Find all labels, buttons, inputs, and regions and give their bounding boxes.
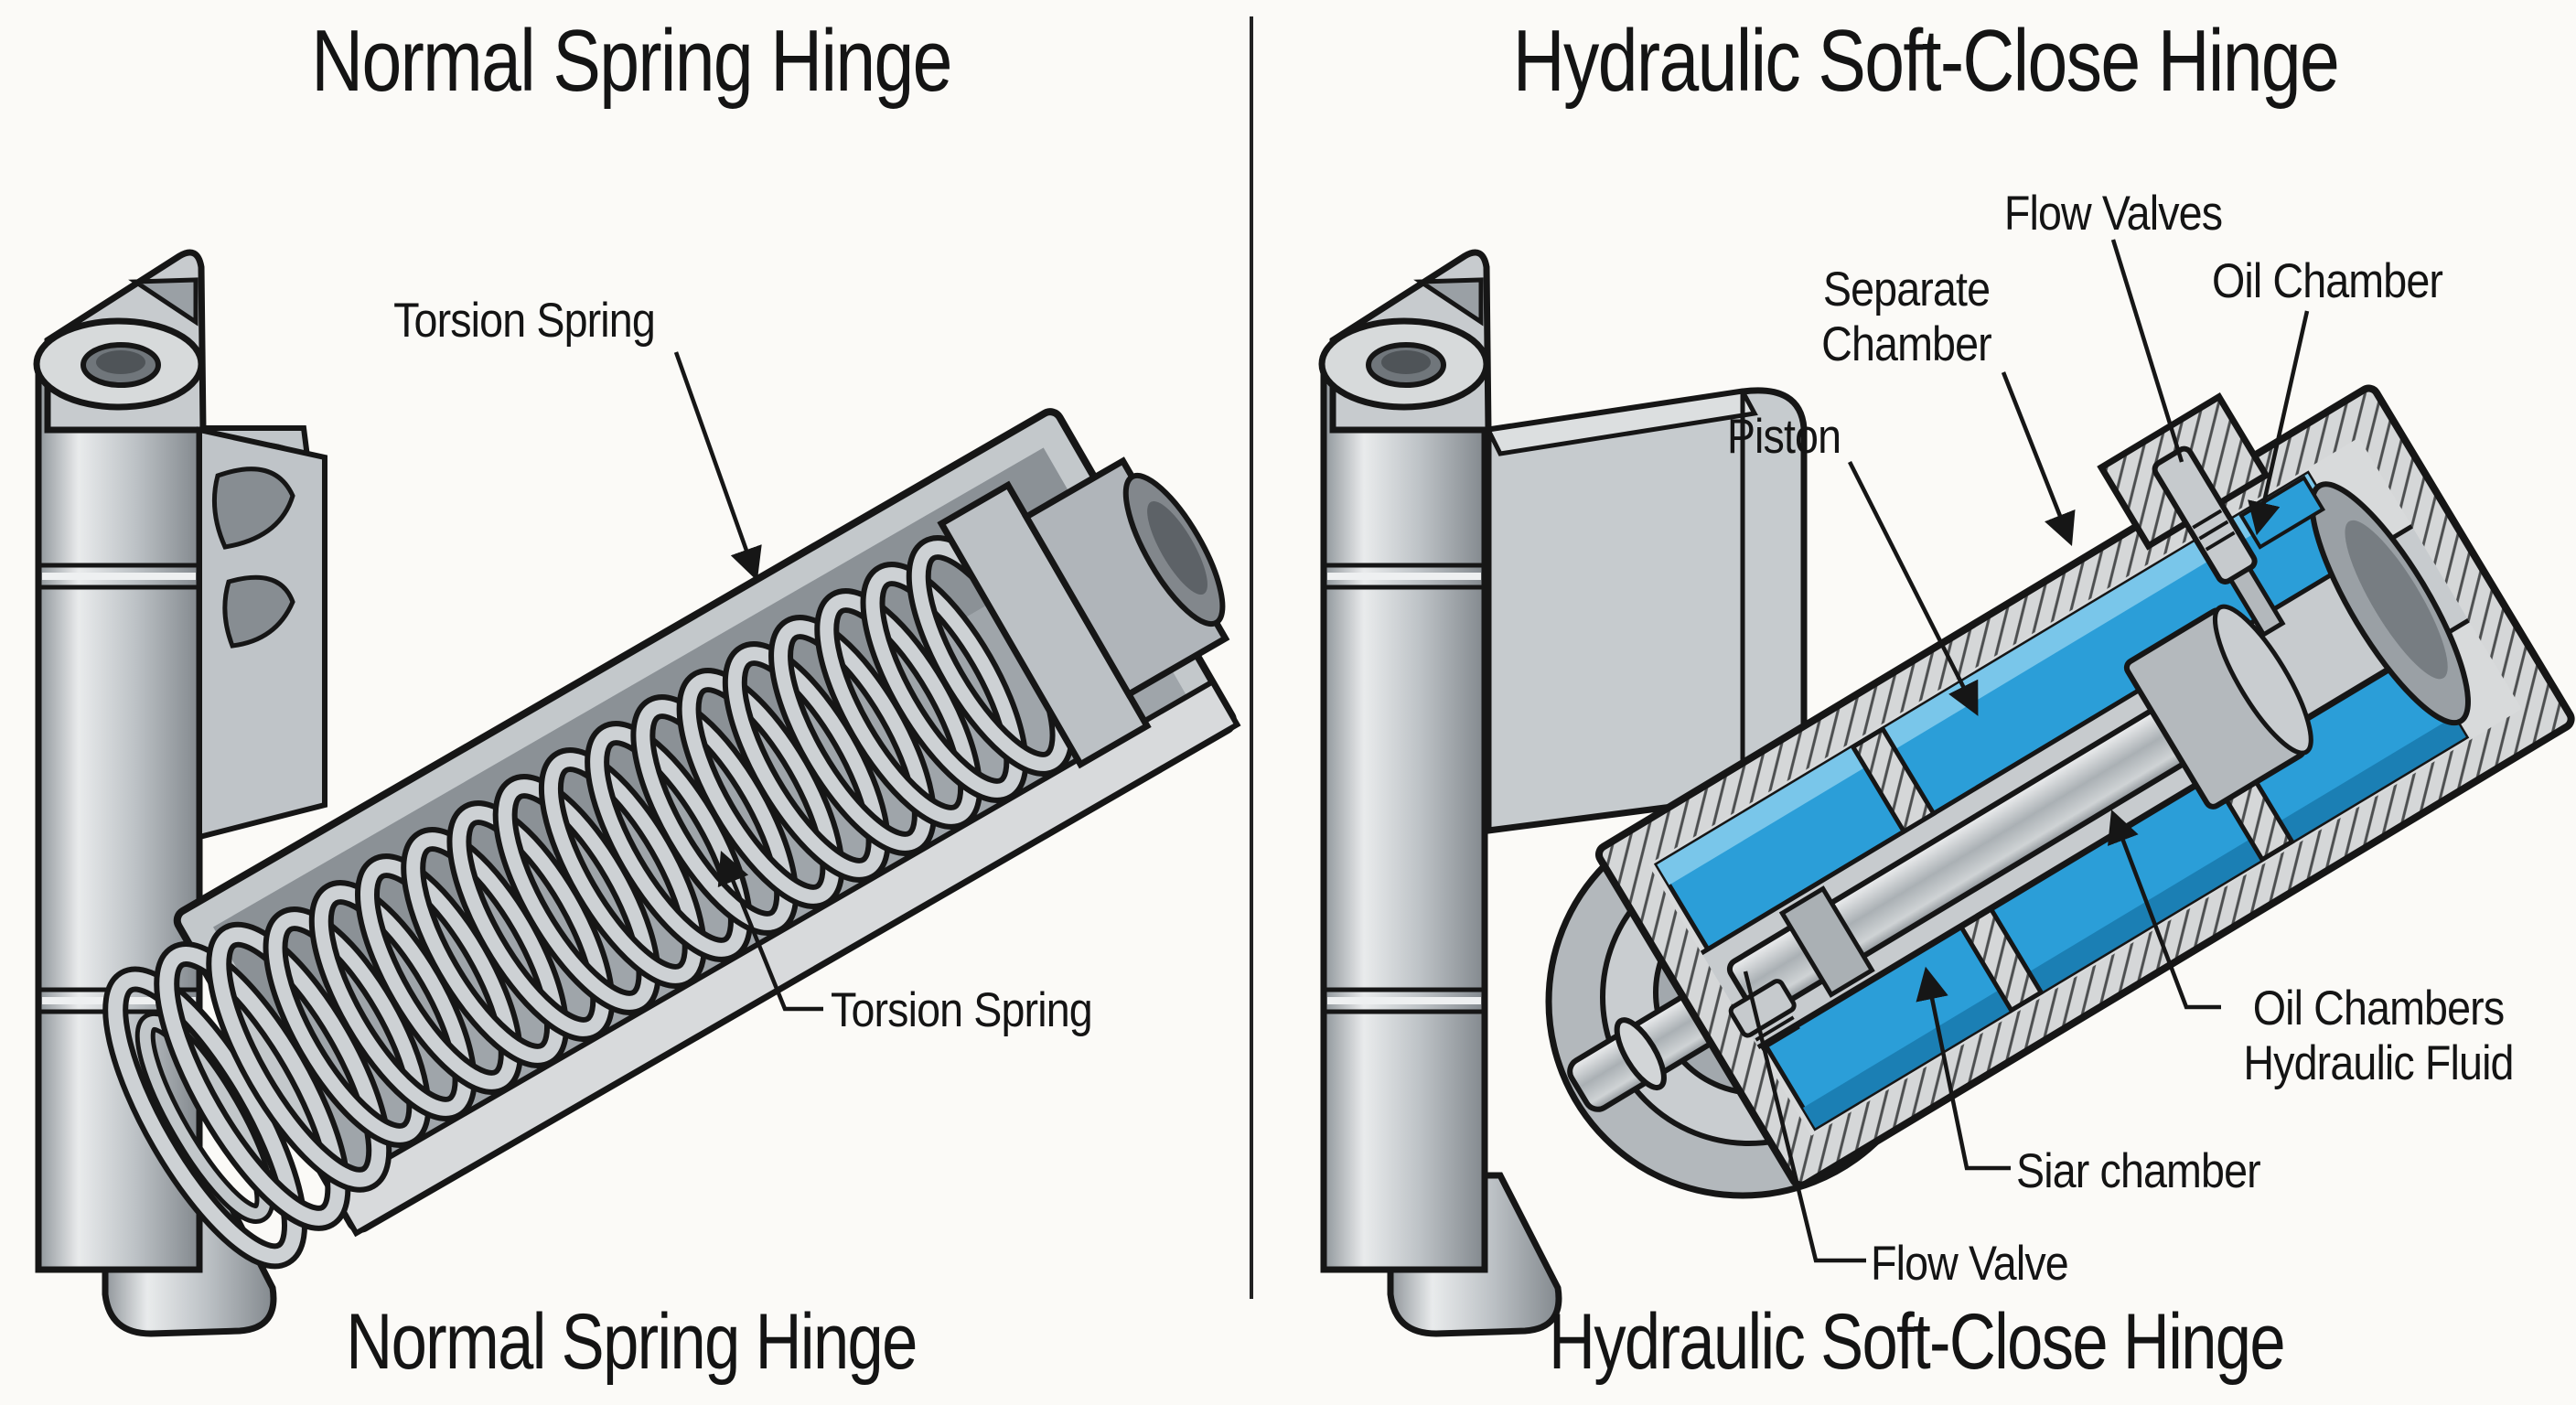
left-panel-caption: Normal Spring Hinge (346, 1298, 918, 1386)
label-oil-chambers-line2: Hydraulic Fluid (2243, 1036, 2514, 1090)
label-oil-chamber: Oil Chamber (2211, 254, 2443, 308)
label-separate-chamber-line1: Separate (1822, 263, 1991, 316)
label-oil-chambers-line1: Oil Chambers (2252, 981, 2505, 1035)
label-flow-valve: Flow Valve (1871, 1237, 2069, 1291)
label-torsion-spring-bottom: Torsion Spring (831, 983, 1093, 1037)
label-oil-chambers-fluid: Oil Chambers Hydraulic Fluid (2243, 981, 2514, 1091)
label-torsion-spring-top: Torsion Spring (393, 294, 656, 348)
torsion-spring-illustration (102, 408, 1241, 1270)
label-separate-chamber-line2: Chamber (1821, 317, 1992, 371)
right-panel-caption: Hydraulic Soft-Close Hinge (1549, 1298, 2286, 1386)
right-panel-title: Hydraulic Soft-Close Hinge (1512, 12, 2340, 110)
label-siar-chamber: Siar chamber (2016, 1144, 2261, 1198)
left-panel-title: Normal Spring Hinge (311, 12, 952, 110)
label-piston: Piston (1726, 410, 1841, 464)
leader-lines (673, 239, 2310, 1263)
label-separate-chamber: Separate Chamber (1821, 263, 1992, 372)
label-flow-valves: Flow Valves (2003, 187, 2223, 241)
hydraulic-cylinder-illustration (1567, 384, 2575, 1189)
panel-divider (1250, 16, 1253, 1299)
